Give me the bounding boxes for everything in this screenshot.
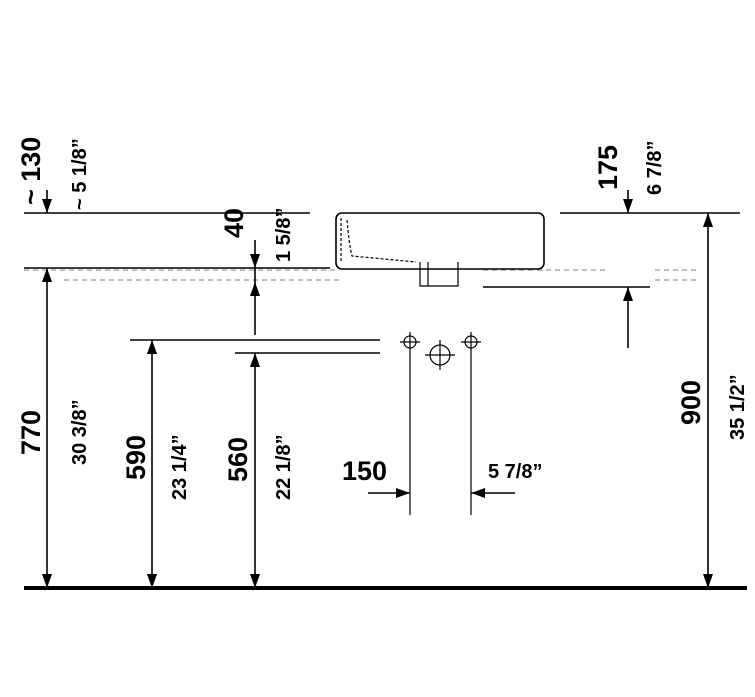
label-40-in: 1 5/8” [273,208,295,262]
label-770-in: 30 3/8” [69,399,91,465]
arrowhead [250,282,260,296]
arrowhead [42,268,52,282]
label-560-mm: 560 [223,437,253,482]
label-560-in: 22 1/8” [273,434,295,500]
arrowhead [250,574,260,588]
arrowhead [250,353,260,367]
basin [335,212,545,287]
arrowhead [396,488,410,498]
arrowhead [250,254,260,268]
label-40-mm: 40 [219,208,249,238]
tap-holes [400,332,481,370]
arrowhead [623,287,633,301]
label-770-mm: 770 [16,410,46,455]
arrowhead [42,199,52,213]
arrowhead [147,340,157,354]
label-130-in: ~ 5 1/8” [69,138,91,210]
arrowhead [703,213,713,227]
label-150-mm: 150 [342,456,387,486]
label-175-mm: 175 [593,145,623,190]
arrowhead [42,574,52,588]
arrowhead [147,574,157,588]
arrowhead [623,199,633,213]
arrowhead [471,488,485,498]
label-590-in: 23 1/4” [169,434,191,500]
label-900-in: 35 1/2” [727,374,749,440]
label-150-in: 5 7/8” [488,461,542,483]
label-175-in: 6 7/8” [644,141,666,195]
label-130-mm: ~ 130 [16,137,46,205]
arrowhead [703,574,713,588]
label-900-mm: 900 [676,380,706,425]
label-590-mm: 590 [121,435,151,480]
